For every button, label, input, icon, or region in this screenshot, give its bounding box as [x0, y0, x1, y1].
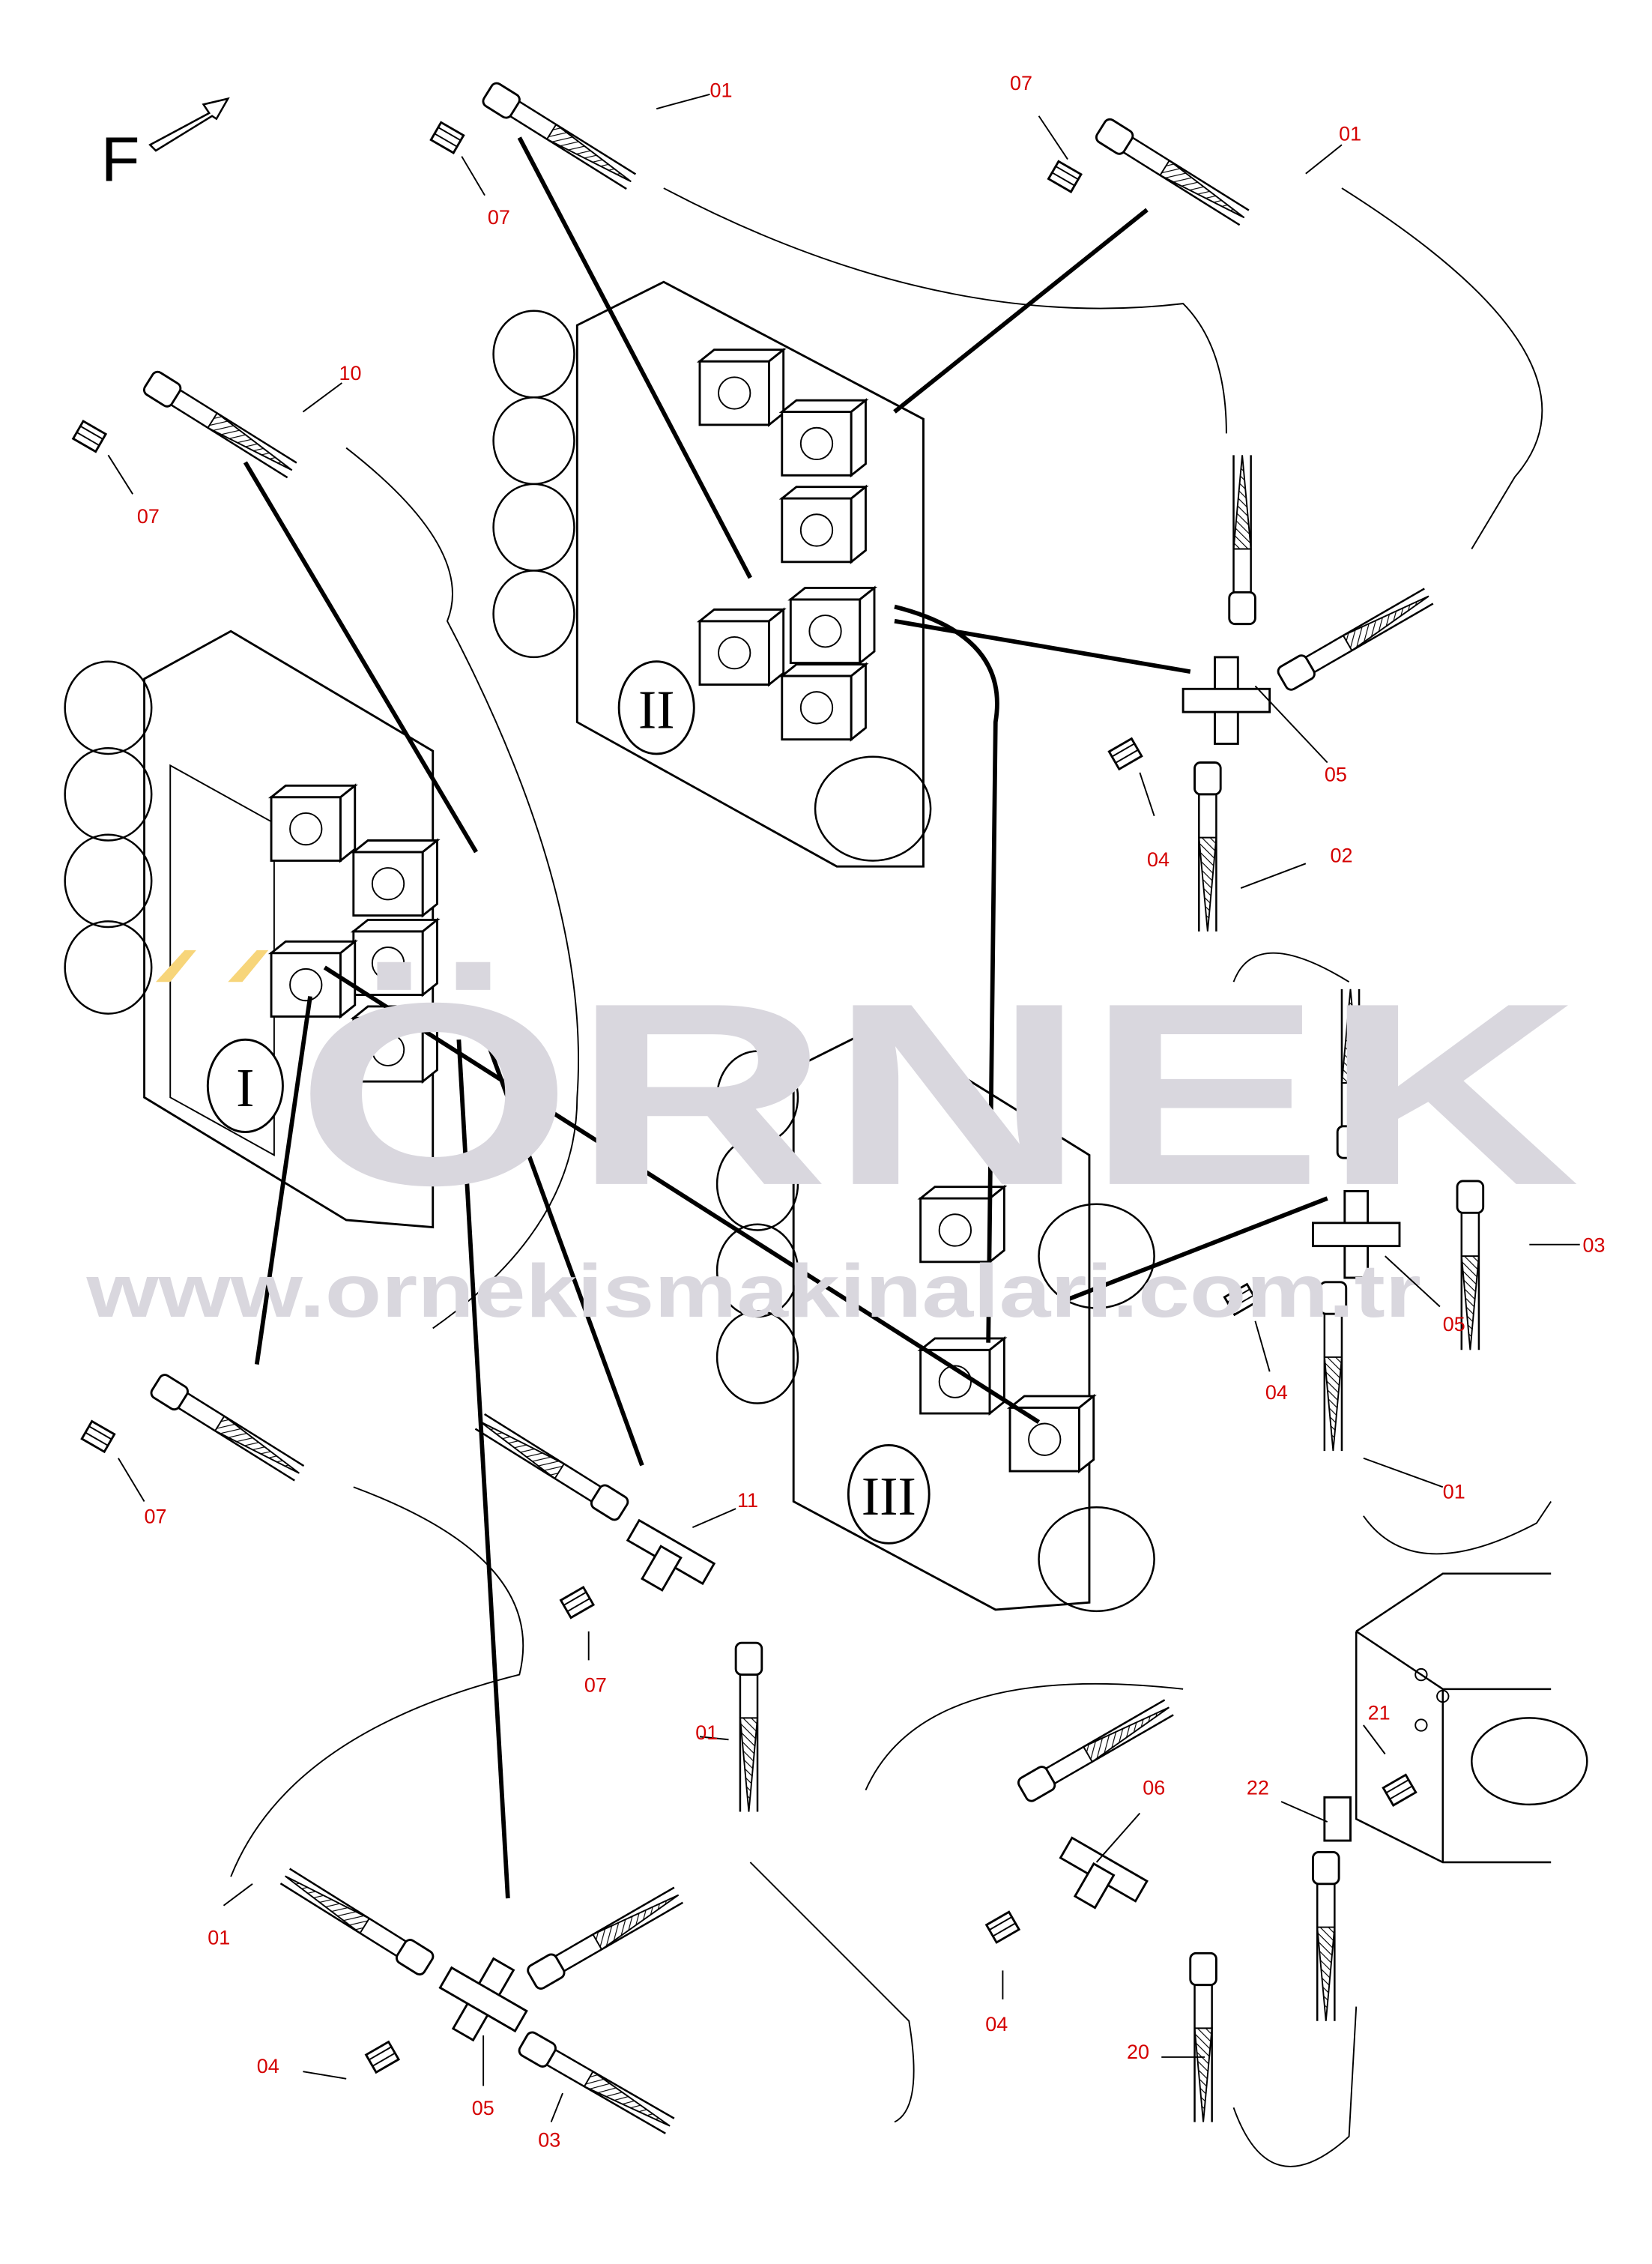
valve-block-III	[715, 1024, 1155, 1613]
callout-07: 07	[1010, 72, 1032, 94]
callout-21: 21	[1368, 1701, 1391, 1724]
callout-07: 07	[145, 1505, 167, 1527]
callout-04: 04	[1265, 1381, 1288, 1404]
block-label-II: II	[638, 679, 675, 740]
assignment-leaders	[243, 136, 1328, 1899]
callout-04: 04	[1147, 848, 1170, 871]
callout-03: 03	[1583, 1234, 1606, 1256]
callout-11: 11	[737, 1489, 758, 1512]
callout-07: 07	[488, 206, 510, 229]
watermark-url: www.ornekismakinalari.com.tr	[85, 1249, 1421, 1333]
fittings	[72, 121, 1417, 2074]
callout-20: 20	[1127, 2041, 1149, 2063]
block-label-I: I	[236, 1057, 254, 1118]
callout-06: 06	[1143, 1776, 1165, 1799]
callout-10: 10	[339, 362, 362, 384]
callout-02: 02	[1331, 844, 1353, 866]
hose-routing	[230, 187, 1552, 2167]
callout-01: 01	[1339, 123, 1361, 145]
block-label-III: III	[862, 1466, 916, 1527]
tank	[1355, 1572, 1588, 1864]
orientation-label: F	[101, 123, 140, 194]
callout-05: 05	[1325, 764, 1347, 786]
callout-07: 07	[584, 1674, 607, 1697]
callout-01: 01	[695, 1721, 718, 1744]
callout-01: 01	[1443, 1481, 1465, 1503]
callout-04: 04	[985, 2013, 1008, 2035]
callout-03: 03	[538, 2128, 560, 2151]
callout-01: 01	[709, 79, 732, 102]
callout-05: 05	[1443, 1313, 1465, 1335]
callout-07: 07	[137, 505, 160, 528]
callouts: 01 07 07 01 10 07 05 04 02 05 03 04 01 0…	[107, 72, 1606, 2151]
valve-block-II	[492, 280, 932, 868]
watermark-brand: ÖRNEK	[296, 950, 1580, 1240]
callout-22: 22	[1247, 1776, 1269, 1799]
front-orientation-arrow: F	[101, 97, 230, 194]
watermark: ÖRNEK www.ornekismakinalari.com.tr	[85, 950, 1579, 1333]
callout-01: 01	[208, 1927, 230, 1949]
valve-block-I	[64, 630, 438, 1229]
callout-04: 04	[257, 2055, 279, 2077]
callout-05: 05	[472, 2097, 494, 2119]
